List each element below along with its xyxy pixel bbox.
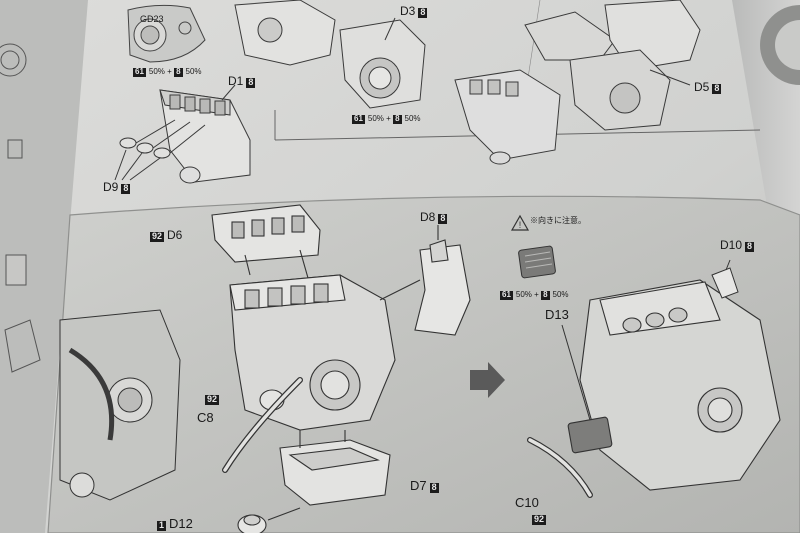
main-engine-block: [229, 274, 421, 431]
svg-text:!: !: [519, 220, 522, 230]
caution-note: ※向きに注意。: [530, 216, 586, 225]
caution-triangle: [510, 214, 530, 231]
d8-part: [414, 225, 471, 336]
d6-part: [211, 204, 321, 286]
corner-code-text: GD23: [140, 14, 164, 24]
d3-part: [234, 0, 426, 109]
c8-label: C8: [197, 410, 214, 425]
d9-parts: [114, 119, 206, 181]
d10-part: [711, 259, 739, 299]
d13-label: D13: [545, 307, 569, 322]
step-arrow: [470, 362, 505, 398]
c10-color-label: 92: [532, 514, 547, 525]
left-engine-sketch: [59, 309, 181, 501]
d13-preview: [518, 245, 556, 279]
d12-part: [237, 507, 301, 533]
left-page-drawings: [0, 43, 41, 373]
top-cover-part: [127, 4, 206, 63]
right-engine: [567, 279, 781, 491]
d1-part: [159, 84, 251, 184]
d7-part: [279, 430, 391, 506]
c8-color-label: 92: [205, 394, 220, 405]
corner-code: GD23: [140, 14, 164, 24]
top-right-assembly: [454, 0, 701, 165]
c10-label: C10: [515, 495, 539, 510]
